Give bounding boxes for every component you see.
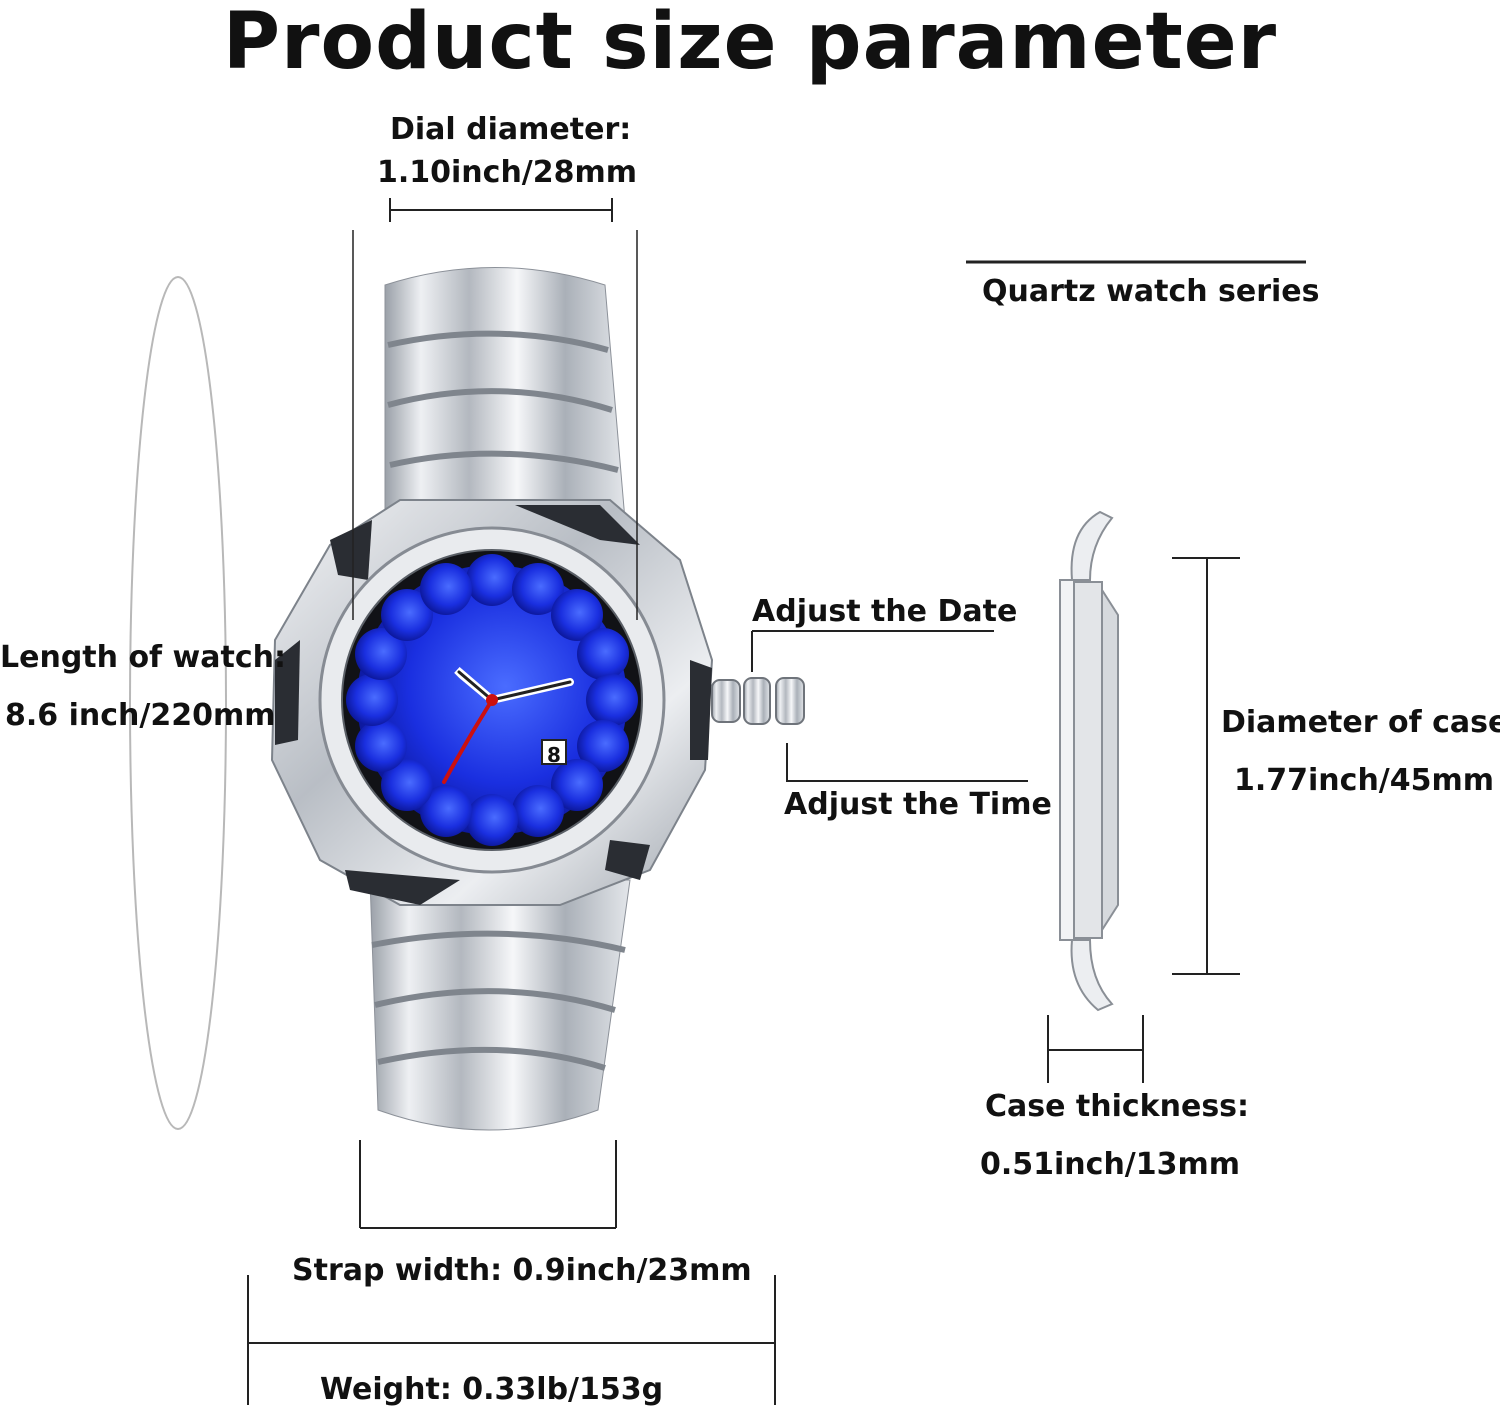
case-side-profile [1059, 510, 1119, 1012]
date-window-digit: 8 [547, 743, 561, 767]
strap-width-label: Strap width: 0.9inch/23mm [292, 1253, 752, 1288]
dimension-lines [247, 198, 1306, 1405]
page-title: Product size parameter [222, 0, 1278, 87]
adjust-time-label: Adjust the Time [784, 787, 1052, 822]
dial-diameter-label: Dial diameter: [390, 112, 632, 147]
length-loop-outline [129, 276, 227, 1130]
weight-label: Weight: 0.33lb/153g [320, 1372, 664, 1407]
length-label: Length of watch: [0, 640, 286, 675]
adjust-date-label: Adjust the Date [752, 594, 1018, 629]
dial-diameter-value: 1.10inch/28mm [377, 155, 638, 190]
case-thickness-label: Case thickness: [985, 1089, 1250, 1124]
dial [346, 554, 638, 846]
case-thickness-value: 0.51inch/13mm [980, 1147, 1241, 1182]
series-label: Quartz watch series [982, 274, 1320, 309]
case-diameter-value: 1.77inch/45mm [1234, 763, 1495, 798]
crown-group [711, 677, 805, 725]
case-diameter-label: Diameter of case: [1221, 705, 1500, 740]
strap-bottom [369, 879, 631, 1131]
length-value: 8.6 inch/220mm [5, 698, 276, 733]
